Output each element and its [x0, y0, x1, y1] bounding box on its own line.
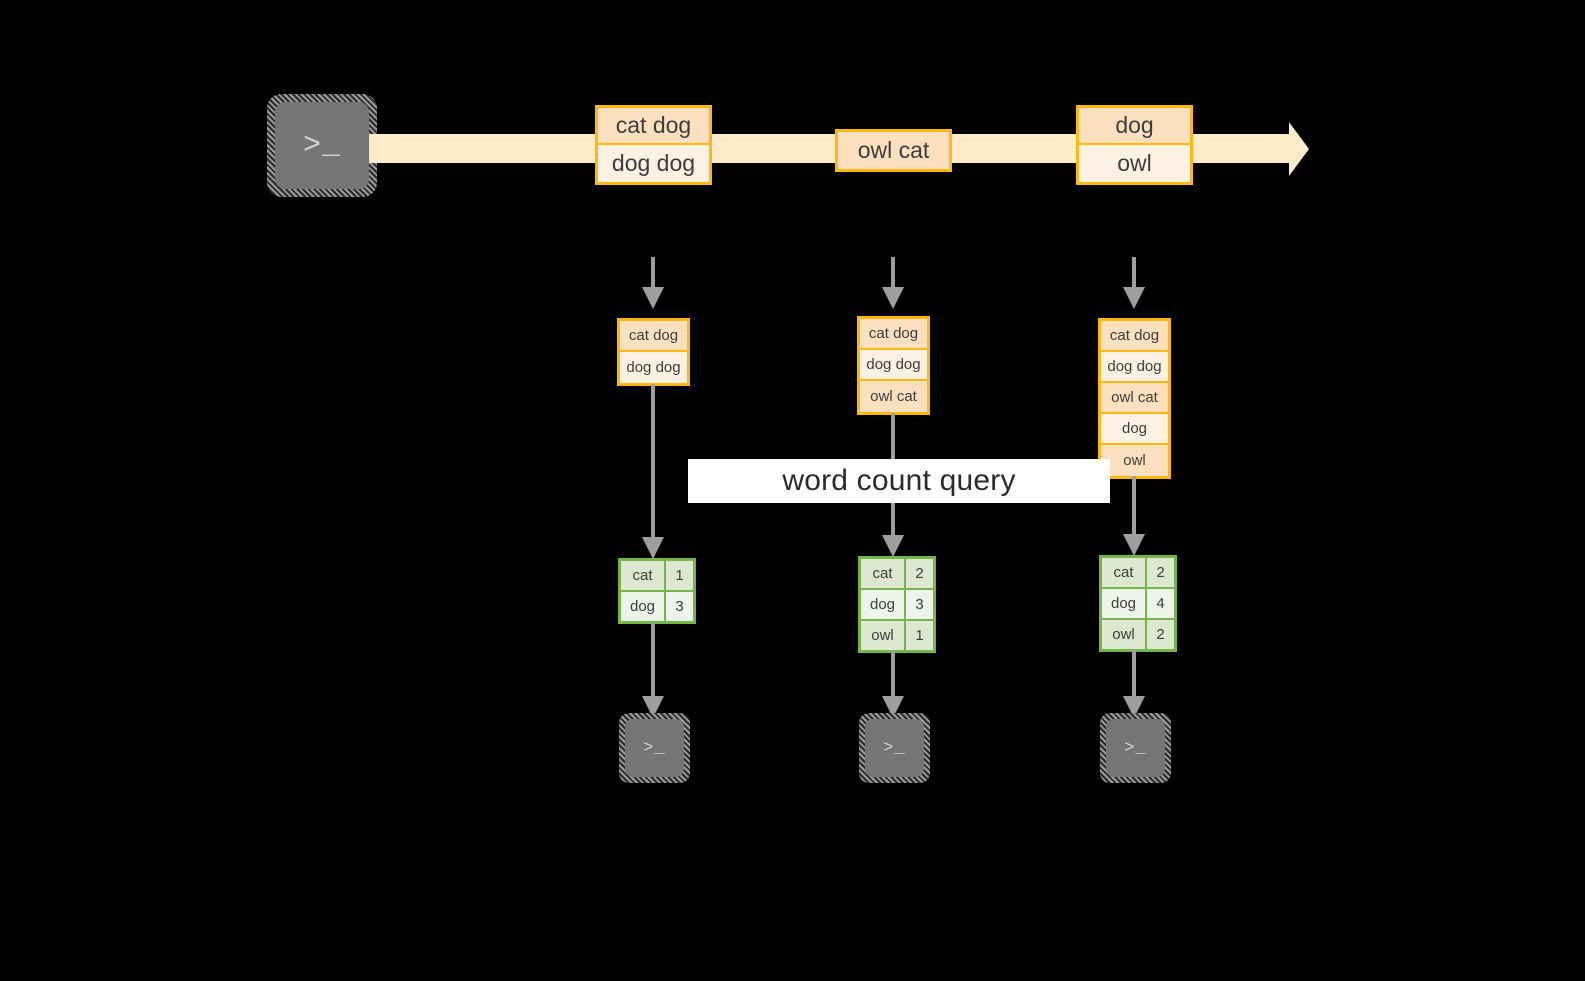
snapshot-dashed-connector — [651, 257, 655, 287]
snapshot-line: dog — [1101, 414, 1168, 445]
table-cell-word: dog — [621, 592, 666, 621]
snapshot-2-records: cat dog dog dog owl cat — [857, 316, 930, 415]
arrowhead-icon — [1123, 287, 1145, 309]
table-row: owl 1 — [861, 621, 933, 650]
arrowhead-icon — [1123, 696, 1145, 718]
table-cell-count: 3 — [666, 592, 693, 621]
table-cell-word: dog — [861, 590, 906, 619]
snapshot-3-to-result-connector — [1132, 476, 1136, 534]
arrowhead-icon — [642, 287, 664, 309]
terminal-body — [275, 102, 369, 189]
stream-record: owl cat — [835, 129, 952, 172]
arrowhead-icon — [642, 537, 664, 559]
table-row: cat 2 — [861, 559, 933, 590]
terminal-body — [1106, 719, 1165, 777]
arrowhead-icon — [882, 696, 904, 718]
snapshot-1-records: cat dog dog dog — [617, 318, 690, 386]
table-row: dog 4 — [1102, 589, 1174, 620]
snapshot-line: dog dog — [620, 352, 687, 383]
snapshot-2-result-table: cat 2 dog 3 owl 1 — [858, 556, 936, 653]
source-terminal-icon: >_ — [267, 94, 377, 197]
record-line: owl cat — [838, 132, 949, 169]
snapshot-line: dog dog — [860, 350, 927, 381]
terminal-prompt-glyph: >_ — [643, 738, 666, 758]
query-label: word count query — [688, 459, 1110, 503]
snapshot-3-records: cat dog dog dog owl cat dog owl — [1098, 318, 1171, 479]
snapshot-1-result-table: cat 1 dog 3 — [618, 558, 696, 624]
terminal-body — [865, 719, 924, 777]
snapshot-1-to-sink-connector — [651, 623, 655, 696]
table-cell-count: 2 — [1147, 558, 1174, 587]
table-cell-count: 2 — [906, 559, 933, 588]
arrowhead-icon — [882, 535, 904, 557]
snapshot-line: cat dog — [860, 319, 927, 350]
arrowhead-icon — [642, 696, 664, 718]
table-cell-word: cat — [861, 559, 906, 588]
terminal-prompt-glyph: >_ — [1124, 738, 1147, 758]
table-cell-word: owl — [1102, 620, 1147, 649]
snapshot-line: owl cat — [860, 381, 927, 412]
stream-arrowhead — [1289, 122, 1309, 176]
terminal-prompt-glyph: >_ — [883, 738, 906, 758]
terminal-prompt-glyph: >_ — [302, 128, 341, 163]
table-cell-count: 4 — [1147, 589, 1174, 618]
table-cell-word: cat — [1102, 558, 1147, 587]
sink-terminal-icon: >_ — [619, 713, 690, 783]
table-cell-word: dog — [1102, 589, 1147, 618]
record-line: dog — [1079, 108, 1190, 145]
snapshot-3-result-table: cat 2 dog 4 owl 2 — [1099, 555, 1177, 652]
stream-record: cat dog dog dog — [595, 105, 712, 185]
table-cell-count: 1 — [906, 621, 933, 650]
snapshot-3-to-sink-connector — [1132, 649, 1136, 696]
snapshot-dashed-connector — [891, 257, 895, 287]
record-line: dog dog — [598, 145, 709, 182]
sink-terminal-icon: >_ — [859, 713, 930, 783]
table-cell-word: owl — [861, 621, 906, 650]
sink-terminal-icon: >_ — [1100, 713, 1171, 783]
arrowhead-icon — [1123, 534, 1145, 556]
record-line: owl — [1079, 145, 1190, 182]
snapshot-line: owl cat — [1101, 383, 1168, 414]
table-row: cat 1 — [621, 561, 693, 592]
arrowhead-icon — [882, 287, 904, 309]
table-row: dog 3 — [861, 590, 933, 621]
table-row: dog 3 — [621, 592, 693, 621]
table-cell-count: 1 — [666, 561, 693, 590]
table-cell-word: cat — [621, 561, 666, 590]
stream-record: dog owl — [1076, 105, 1193, 185]
snapshot-line: cat dog — [1101, 321, 1168, 352]
snapshot-1-to-result-connector — [651, 384, 655, 537]
snapshot-2-to-sink-connector — [891, 650, 895, 696]
table-cell-count: 2 — [1147, 620, 1174, 649]
snapshot-line: cat dog — [620, 321, 687, 352]
snapshot-dashed-connector — [1132, 257, 1136, 287]
table-cell-count: 3 — [906, 590, 933, 619]
snapshot-line: dog dog — [1101, 352, 1168, 383]
terminal-body — [625, 719, 684, 777]
snapshot-line: owl — [1101, 445, 1168, 476]
record-line: cat dog — [598, 108, 709, 145]
table-row: cat 2 — [1102, 558, 1174, 589]
table-row: owl 2 — [1102, 620, 1174, 649]
